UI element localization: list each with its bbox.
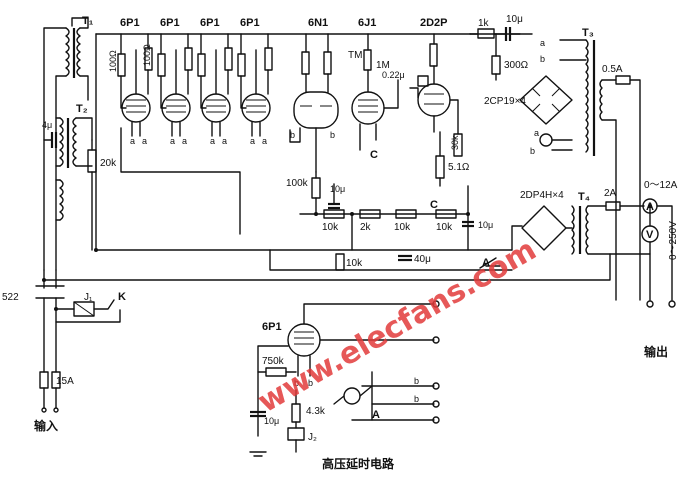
r2k-label: 2k [360, 222, 372, 233]
hv-filter: 100k 10μ 10k 2k 10k 10k C 10μ 10k 40μ A [95, 171, 513, 271]
tube-v5: 6N1 b b [289, 17, 339, 173]
cap-4u-label: 4μ [42, 120, 52, 130]
v2-pin-a2: a [182, 136, 187, 146]
transformer-t2: T₂ [55, 103, 93, 221]
tube-v1: 6P1 100Ω 100Ω a a [108, 17, 153, 146]
tube-v2: 6P1 a a [157, 17, 193, 146]
v6-pin-c: C [370, 149, 378, 161]
output-label: 输出 [644, 344, 668, 359]
tube-v6: 6J1 TM 1M 0.22μ C [348, 17, 405, 161]
c022-label: 0.22μ [382, 70, 405, 80]
r300-label: 300Ω [504, 60, 529, 71]
c10m-label: 10μ [478, 220, 493, 230]
voltmeter-label: V [646, 229, 654, 241]
fuse05-label: 0.5A [602, 64, 623, 75]
c10u-label: 10μ [506, 14, 523, 25]
t4-label: T₄ [578, 191, 590, 203]
v1-r2: 100Ω [142, 44, 152, 66]
v6-label: 6J1 [358, 17, 376, 29]
c10u-hv-label: 10μ [330, 184, 345, 194]
v1-r1: 100Ω [108, 50, 118, 72]
delay-pin-b1: b [294, 378, 299, 388]
r10k-a-label: 10k [322, 222, 339, 233]
capacitor-4u: 4μ [42, 120, 58, 148]
diode-2dp-label: 2DP4H×4 [520, 190, 564, 201]
t3-label: T₃ [582, 27, 594, 39]
t3-pin-b: b [540, 54, 545, 64]
r43k-label: 4.3k [306, 406, 326, 417]
delay-pin-b3: b [414, 376, 419, 386]
hv-pin-A: A [482, 257, 490, 269]
switch522-label: 522 [2, 292, 19, 303]
delay-pin-b2: b [308, 378, 313, 388]
j2-label: J₂ [308, 432, 317, 443]
r30k-label: 30k [450, 135, 460, 150]
v4-pin-a2: a [262, 136, 267, 146]
tube-v3: 6P1 a a [197, 17, 233, 146]
junctions [42, 204, 652, 311]
t3-pin-a: a [540, 38, 545, 48]
current-range-label: 0～12A [644, 180, 678, 191]
v1-label: 6P1 [120, 17, 140, 29]
t4-section: 2DP4H×4 T₄ 2A A 0～12A V 0～250V 输出 [511, 180, 679, 359]
v1-pin-a2: a [142, 136, 147, 146]
c40u-label: 40μ [414, 254, 431, 265]
v2-label: 6P1 [160, 17, 180, 29]
r20k-label: 20k [100, 158, 117, 169]
j1-label: J₁ [84, 292, 93, 303]
v1-pin-a1: a [130, 136, 135, 146]
r750k-label: 750k [262, 356, 285, 367]
delay-caption: 高压延时电路 [322, 456, 395, 471]
delay-tube-label: 6P1 [262, 321, 282, 333]
hv-pin-c: C [430, 199, 438, 211]
grid-bus [120, 127, 241, 235]
r10k-c-label: 10k [436, 222, 453, 233]
resistor-20k: 20k [87, 139, 117, 251]
tube-v7: 2D2P 30k 5.1Ω [409, 17, 470, 187]
r100k-label: 100k [286, 178, 309, 189]
v5-pin-b: b [290, 130, 295, 140]
voltage-range-label: 0～250V [668, 221, 679, 260]
transformer-t1: T₁ [43, 15, 94, 271]
v3-label: 6P1 [200, 17, 220, 29]
v5-pin-b2: b [330, 130, 335, 140]
v7-label: 2D2P [420, 17, 448, 29]
delay-pin-A: A [372, 409, 380, 421]
delay-circuit: 6P1 b b 750k 4.3k J₂ 10μ b b A [249, 300, 440, 471]
delay-c10-label: 10μ [264, 416, 279, 426]
v2-pin-a1: a [170, 136, 175, 146]
r1m-label: 1M [376, 60, 390, 71]
tube-v4: 6P1 a a [237, 17, 273, 146]
r5-label: 5.1Ω [448, 162, 470, 173]
v3-pin-a2: a [222, 136, 227, 146]
delay-pin-b4: b [414, 394, 419, 404]
t3-pin-a2: a [534, 128, 539, 138]
v5-label: 6N1 [308, 17, 328, 29]
v4-pin-a1: a [250, 136, 255, 146]
t2-label: T₂ [76, 103, 88, 115]
r10k-b-label: 10k [394, 222, 411, 233]
input-label: 输入 [34, 418, 58, 433]
fuse2a-label: 2A [604, 188, 617, 199]
r1k-label: 1k [478, 18, 490, 29]
r10k-d-label: 10k [346, 258, 363, 269]
fuse15a-label: 15A [56, 376, 74, 387]
diode-2cp-label: 2CP19×4 [484, 96, 526, 107]
key-k-label: K [118, 291, 126, 303]
top-bus [71, 17, 521, 251]
v4-label: 6P1 [240, 17, 260, 29]
t3-section: 1k 10μ 300Ω a b T₃ 0.5A 2CP19×4 a b [469, 14, 641, 301]
v3-pin-a1: a [210, 136, 215, 146]
t3-pin-b2: b [530, 146, 535, 156]
tm-label: TM [348, 50, 362, 61]
